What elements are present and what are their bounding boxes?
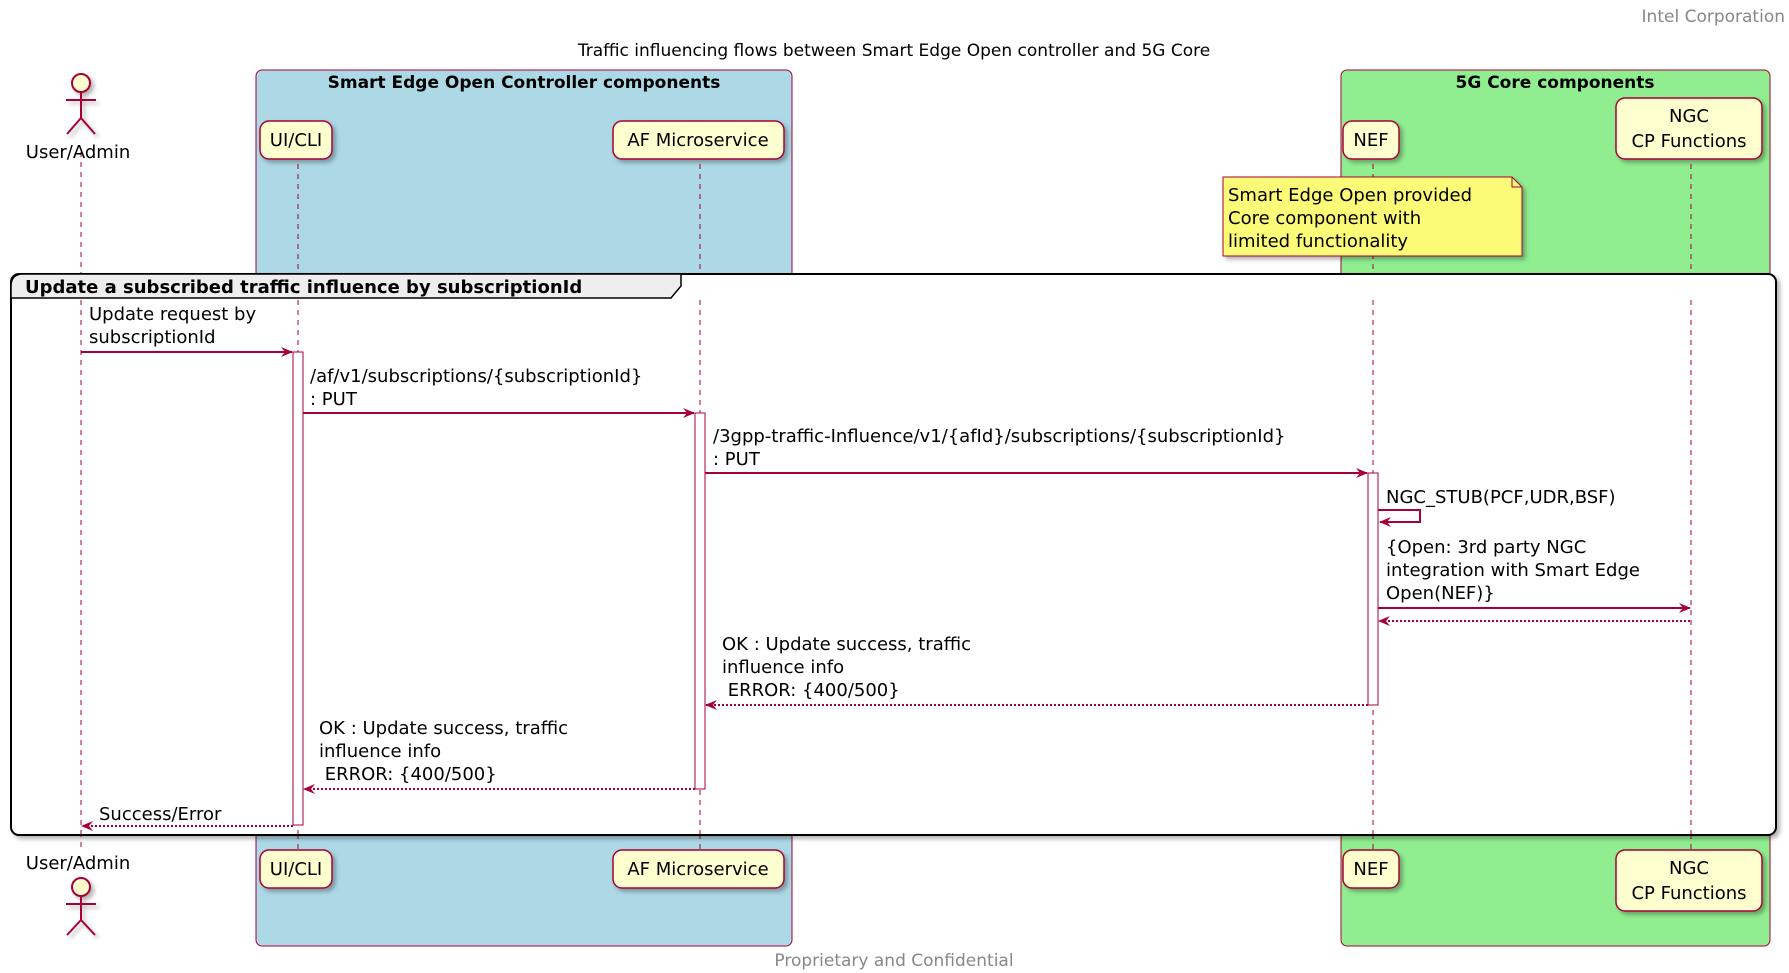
participant-ngc-bottom bbox=[1615, 849, 1763, 912]
actor-head bbox=[71, 877, 91, 897]
message-5-label-line1: {Open: 3rd party NGC bbox=[1386, 537, 1586, 558]
message-7-label-line1: OK : Update success, traffic bbox=[722, 634, 971, 655]
participant-ngc-bottom-label-line2: CP Functions bbox=[1631, 883, 1746, 904]
activation-af bbox=[694, 412, 706, 790]
message-9-label: Success/Error bbox=[99, 804, 222, 825]
group-label: Update a subscribed traffic influence by… bbox=[25, 277, 582, 298]
participant-ngc-bottom-label-line1: NGC bbox=[1669, 858, 1709, 879]
message-5-label-line2: integration with Smart Edge bbox=[1386, 560, 1640, 581]
message-1-label-line2: subscriptionId bbox=[89, 327, 216, 348]
message-8-label-line2: influence info bbox=[319, 741, 441, 762]
participant-ngc-top bbox=[1615, 97, 1763, 160]
note-line2: Core component with bbox=[1228, 208, 1421, 229]
message-8-label-line3: ERROR: {400/500} bbox=[319, 764, 497, 785]
group-label-tab bbox=[10, 273, 682, 299]
note-line1: Smart Edge Open provided bbox=[1228, 185, 1472, 206]
participant-af-bottom bbox=[612, 849, 785, 889]
message-7-label-line3: ERROR: {400/500} bbox=[722, 680, 900, 701]
participant-af-top bbox=[612, 120, 785, 160]
participant-af-bottom-label: AF Microservice bbox=[627, 859, 768, 880]
message-7-label-line2: influence info bbox=[722, 657, 844, 678]
participant-uicli-top-label: UI/CLI bbox=[270, 130, 322, 151]
activation-nef bbox=[1367, 472, 1379, 706]
participant-nef-top-label: NEF bbox=[1353, 130, 1388, 151]
participant-uicli-bottom bbox=[259, 849, 333, 889]
actor-user-bottom bbox=[66, 877, 96, 936]
group-frame bbox=[10, 273, 1777, 836]
participant-user-top-label: User/Admin bbox=[26, 142, 130, 163]
participant-user-bottom-label: User/Admin bbox=[26, 853, 130, 874]
participant-ngc-top-label-line1: NGC bbox=[1669, 106, 1709, 127]
message-5-label-line3: Open(NEF)} bbox=[1386, 583, 1495, 604]
participant-uicli-bottom-label: UI/CLI bbox=[270, 859, 322, 880]
message-4-arrow bbox=[1378, 509, 1421, 527]
message-8-label-line1: OK : Update success, traffic bbox=[319, 718, 568, 739]
diagram-title: Traffic influencing flows between Smart … bbox=[577, 41, 1210, 61]
message-2-label-line2: : PUT bbox=[310, 389, 358, 410]
company-header: Intel Corporation bbox=[1642, 7, 1785, 27]
participant-uicli-top bbox=[259, 120, 333, 160]
note-box bbox=[1222, 176, 1523, 257]
note-line3: limited functionality bbox=[1228, 231, 1408, 252]
actor-head bbox=[71, 73, 91, 93]
message-1-label-line1: Update request by bbox=[89, 304, 256, 325]
participant-nef-bottom bbox=[1342, 849, 1400, 889]
participant-af-top-label: AF Microservice bbox=[627, 130, 768, 151]
message-2-label-line1: /af/v1/subscriptions/{subscriptionId} bbox=[310, 366, 642, 387]
actor-user-top bbox=[66, 73, 96, 135]
message-4-label: NGC_STUB(PCF,UDR,BSF) bbox=[1386, 487, 1616, 508]
message-3-label-line1: /3gpp-traffic-Influence/v1/{afId}/subscr… bbox=[713, 426, 1285, 447]
participant-ngc-top-label-line2: CP Functions bbox=[1631, 131, 1746, 152]
core-components-box-title: 5G Core components bbox=[1456, 73, 1655, 93]
actor-body bbox=[66, 896, 96, 936]
confidentiality-footer: Proprietary and Confidential bbox=[774, 951, 1013, 971]
actor-body bbox=[66, 92, 96, 135]
note-fold bbox=[1511, 177, 1522, 188]
message-3-label-line2: : PUT bbox=[713, 449, 761, 470]
activation-uicli bbox=[292, 351, 304, 826]
participant-nef-top bbox=[1342, 120, 1400, 160]
seo-components-box-title: Smart Edge Open Controller components bbox=[328, 73, 721, 93]
participant-nef-bottom-label: NEF bbox=[1353, 859, 1388, 880]
